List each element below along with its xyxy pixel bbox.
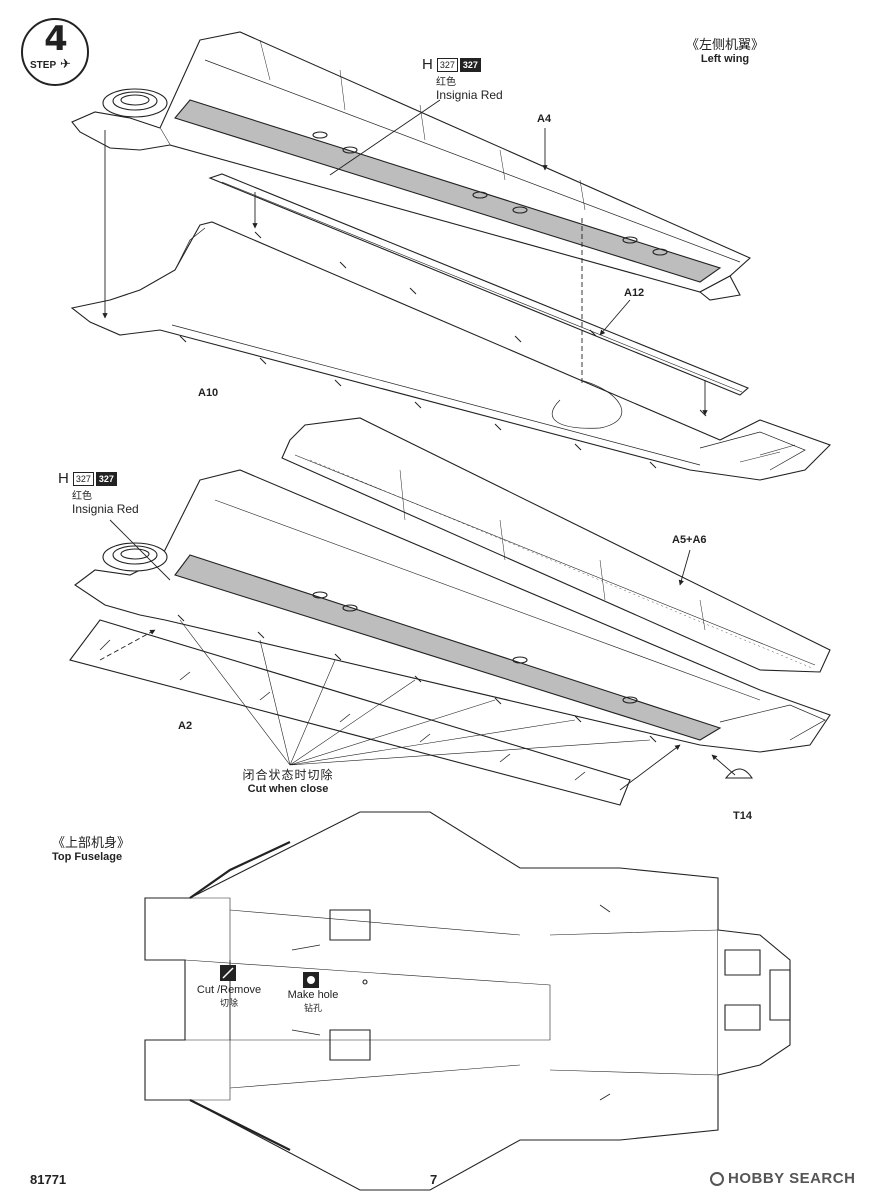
top-fuselage-title-cn: 《上部机身》 (52, 835, 131, 850)
wing-lower-a10 (70, 221, 832, 481)
left-wing-title-cn: 《左侧机翼》 (685, 37, 764, 52)
assembly-arrows (99, 99, 736, 791)
paint-prefix: H (58, 470, 69, 487)
left-wing-heading: 《左侧机翼》 Left wing (670, 34, 780, 65)
part-a2-flap (69, 619, 631, 806)
left-wing-title-en: Left wing (700, 53, 750, 65)
paint-callout-1: H 327 327 红色 Insignia Red (422, 56, 503, 102)
cut-note: 闭合状态时切除 Cut when close (228, 766, 348, 795)
paint-callout-2: H 327 327 红色 Insignia Red (58, 470, 139, 516)
part-label-a5-a6: A5+A6 (672, 534, 707, 546)
paint-code-acrylic: 327 (459, 57, 481, 72)
legend-cut-remove-cn: 切除 (219, 998, 238, 1008)
part-label-a4: A4 (537, 113, 552, 125)
legend-icons (220, 965, 319, 988)
product-code: 81771 (30, 1172, 67, 1187)
watermark-logo-icon (710, 1171, 724, 1186)
top-fuselage-heading: 《上部机身》 Top Fuselage (52, 832, 130, 863)
paint-code-gloss: 327 (436, 57, 458, 72)
legend-cut-remove: Cut /Remove 切除 (192, 984, 266, 1009)
cut-note-en: Cut when close (247, 783, 329, 795)
paint-code-gloss: 327 (72, 471, 94, 486)
cut-note-cn: 闭合状态时切除 (242, 768, 334, 782)
top-fuselage-drawing (144, 811, 791, 1191)
part-a12-strip (208, 173, 750, 396)
paint-code-acrylic: 327 (95, 471, 117, 486)
watermark-text: HOBBY SEARCH (728, 1170, 856, 1187)
cut-leader-lines (179, 619, 651, 766)
wing-assembly-2 (74, 469, 831, 753)
legend-make-hole-cn: 钻孔 (303, 1003, 322, 1013)
step-label: STEP (30, 60, 57, 71)
legend-cut-remove-en: Cut /Remove (196, 984, 262, 996)
paint-prefix: H (422, 56, 433, 73)
top-fuselage-title-en: Top Fuselage (52, 851, 123, 863)
part-label-t14: T14 (733, 810, 752, 822)
paint-name-cn: 红色 (72, 491, 92, 502)
legend-make-hole: Make hole 钻孔 (283, 989, 343, 1014)
step-number: 4 (44, 19, 68, 59)
step-plane-icon: ✈ (60, 56, 71, 71)
page-number: 7 (430, 1172, 438, 1187)
paint-name-en: Insignia Red (436, 88, 503, 102)
legend-make-hole-en: Make hole (287, 989, 339, 1001)
wing-a5-a6 (281, 417, 831, 673)
part-t14 (724, 768, 754, 779)
part-label-a10: A10 (198, 387, 219, 399)
paint-name-cn: 红色 (436, 77, 456, 88)
step-badge (21, 18, 89, 86)
wing-upper-a4 (71, 31, 751, 301)
part-label-a2: A2 (178, 720, 193, 732)
paint-name-en: Insignia Red (72, 502, 139, 516)
watermark: HOBBY SEARCH (710, 1170, 855, 1187)
part-label-a12: A12 (624, 287, 645, 299)
